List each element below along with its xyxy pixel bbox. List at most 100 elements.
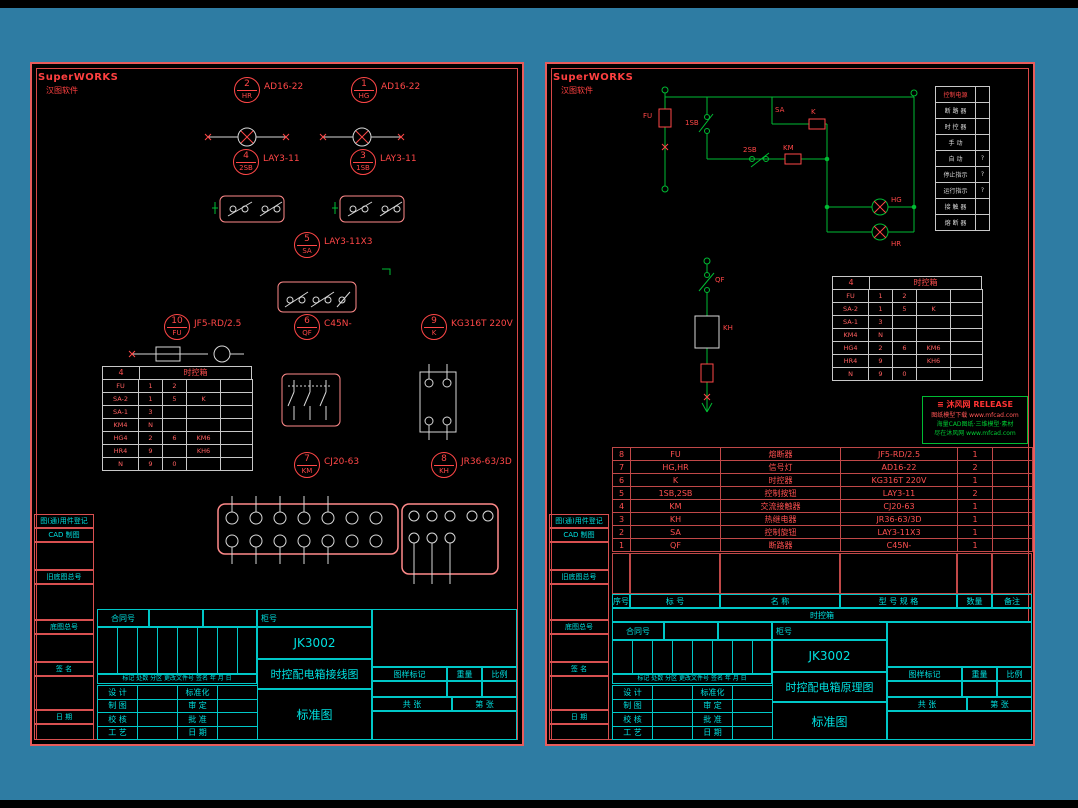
callout-name: 1SB	[356, 164, 370, 172]
component-model: JF5-RD/2.5	[194, 319, 242, 329]
table-cell: 标准化	[177, 685, 218, 700]
sheet-wiring-diagram: SuperWORKS 汉图软件	[30, 62, 524, 746]
table-cell	[732, 685, 773, 700]
title-block: 合同号 标记 处数 分区 更改文件号 签名 年 月 日 设 计标准化制 图审 定…	[612, 622, 1032, 740]
table-cell: 工 艺	[612, 725, 653, 740]
table-cell	[992, 460, 1033, 474]
drawing-model: JK3002	[257, 627, 372, 659]
lamp-cross-marks	[128, 130, 405, 358]
table-cell: 7	[612, 460, 631, 474]
table-cell: 自 动	[935, 150, 976, 167]
terminal-table-number: 4	[833, 277, 870, 289]
mark-value	[887, 681, 962, 697]
table-cell	[950, 302, 983, 316]
component-model: LAY3-11	[263, 154, 300, 164]
drawing-title: 时控配电箱接线图	[257, 659, 372, 689]
top-edge-bar	[0, 0, 1078, 8]
ref-label-hr: HR	[891, 240, 902, 248]
title-block: 合同号 标记 处数 分区 更改文件号 签名 年 月 日 设 计标准化制 图审 定…	[97, 609, 517, 740]
brand-sub: 汉图软件	[46, 86, 78, 95]
table-cell: 3	[138, 405, 163, 419]
table-cell	[975, 102, 990, 119]
bom-empty-rows	[612, 553, 1032, 594]
total-sheets-label: 共 张	[372, 697, 452, 711]
drawing-type: 标准图	[772, 702, 887, 740]
scale-label: 比例	[482, 667, 517, 681]
margin-box-empty	[34, 676, 94, 710]
table-cell: 1	[957, 499, 993, 513]
table-cell: 1	[138, 392, 163, 406]
table-cell: 停止指示	[935, 166, 976, 183]
component-callout-km: 7 KM	[294, 452, 320, 478]
ref-label-fu: FU	[643, 112, 653, 120]
table-cell	[186, 379, 221, 393]
table-cell: KH6	[186, 444, 221, 458]
table-cell: 8	[612, 447, 631, 461]
table-cell	[916, 289, 951, 303]
table-cell	[975, 214, 990, 231]
table-cell: C45N-	[840, 538, 958, 552]
bom-header: 型 号 规 格	[840, 594, 957, 608]
table-cell: 1	[868, 302, 893, 316]
callout-name: QF	[302, 329, 312, 337]
margin-box-empty	[549, 676, 609, 710]
watermark-line: 海量CAD图纸·三维模型·素材	[936, 421, 1014, 428]
table-cell	[975, 86, 990, 103]
callout-number: 3	[360, 151, 366, 161]
table-cell: 0	[162, 457, 187, 471]
table-cell: 设 计	[97, 685, 138, 700]
table-cell: 时 控 器	[935, 118, 976, 135]
table-cell: 3	[612, 512, 631, 526]
terminal-table-header: 4 时控箱	[102, 366, 252, 380]
margin-box-master-no: 底图总号	[34, 620, 94, 634]
mark-label: 图样标记	[887, 667, 962, 681]
drawing-model: JK3002	[772, 640, 887, 672]
table-cell: 5	[892, 302, 917, 316]
table-cell	[220, 418, 253, 432]
component-model: JR36-63/3D	[461, 457, 512, 467]
table-cell: SA-1	[832, 315, 869, 329]
table-cell	[217, 698, 258, 713]
margin-box-empty	[549, 584, 609, 620]
margin-box-empty	[549, 724, 609, 740]
callout-name: KH	[439, 467, 449, 475]
table-cell: 交流接触器	[720, 499, 841, 513]
ground-marks	[212, 202, 391, 275]
ref-label-hg: HG	[891, 196, 902, 204]
table-cell: 9	[138, 457, 163, 471]
table-cell: K	[630, 473, 721, 487]
table-cell: 2	[138, 431, 163, 445]
table-cell: SA	[630, 525, 721, 539]
contract-no-value2	[718, 622, 772, 640]
margin-label: 日 期	[55, 713, 73, 721]
table-cell: SA-1	[102, 405, 139, 419]
mark-value	[372, 681, 447, 697]
table-cell	[137, 698, 178, 713]
margin-box-cad: CAD 制图	[549, 528, 609, 542]
bom-header: 标 号	[630, 594, 720, 608]
table-cell: 日 期	[177, 725, 218, 740]
right-empty-cell	[887, 622, 1032, 667]
table-cell: HR4	[832, 354, 869, 368]
table-cell: N	[138, 418, 163, 432]
margin-label: 旧底图总号	[46, 573, 82, 581]
schematic-circuit-drawing	[658, 86, 918, 413]
table-cell	[916, 367, 951, 381]
table-cell	[992, 499, 1033, 513]
table-cell	[137, 712, 178, 727]
table-cell: 1	[957, 512, 993, 526]
cabinet-no-label: 柜号	[772, 622, 887, 640]
table-cell: 9	[868, 367, 893, 381]
callout-number: 2	[244, 79, 250, 89]
contract-no-label: 合同号	[97, 609, 149, 627]
terminal-table-title: 时控箱	[913, 278, 938, 287]
table-cell	[950, 328, 983, 342]
table-cell: 1	[868, 289, 893, 303]
margin-box-reuse-register: 图(通)用件登记	[34, 514, 94, 528]
table-cell: LAY3-11	[840, 486, 958, 500]
table-cell: 断 路 器	[935, 102, 976, 119]
table-cell	[162, 444, 187, 458]
table-cell	[220, 392, 253, 406]
table-cell: 2	[957, 486, 993, 500]
bom-header: 名 称	[720, 594, 840, 608]
